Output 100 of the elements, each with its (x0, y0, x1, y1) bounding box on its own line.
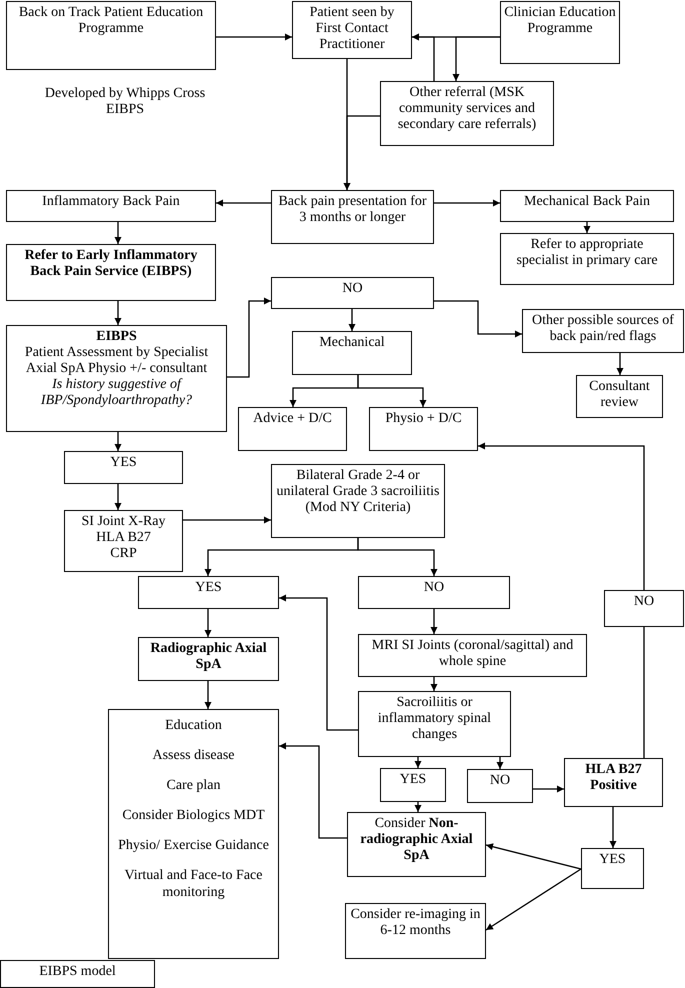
arrow (584, 222, 590, 233)
arrow (279, 594, 358, 731)
box-text: EIBPS (96, 329, 137, 346)
box-text: SI Joint X-Ray (82, 514, 166, 530)
arrow (430, 677, 438, 691)
process-box (292, 1, 412, 59)
box-text: YES (599, 852, 626, 868)
box-text: HLA B27 Positive (584, 762, 643, 794)
box-text: Virtual and Face-to Face monitoring (124, 868, 264, 901)
box-text: Patient seen by First Contact Practitioner (308, 5, 396, 54)
box-text: Back pain presentation for 3 months or longer (277, 194, 428, 226)
process-box (138, 637, 279, 681)
box-text: Care plan (166, 778, 221, 794)
box-text: MRI SI Joints (coronal/sagittal) and whole spine (370, 638, 574, 670)
box-text: EIBPS model (39, 964, 116, 980)
box-text: Mechanical (319, 335, 385, 352)
process-box (358, 634, 587, 677)
process-box (347, 812, 486, 877)
process-box (108, 709, 279, 959)
arrow (357, 375, 426, 407)
box-text: Other referral (MSK community services and secondary care referrals) (396, 85, 538, 134)
arrow (216, 34, 292, 40)
arrow (348, 309, 356, 331)
process-box (271, 277, 434, 309)
arrow (357, 538, 438, 576)
box-text: CRP (110, 546, 137, 562)
box-text: NO (490, 773, 510, 790)
process-box (0, 960, 155, 988)
box-text: Refer to appropriate specialist in primary care (515, 237, 659, 270)
process-box (467, 769, 533, 803)
process-box (64, 510, 183, 572)
process-box (564, 758, 663, 807)
process-box (500, 1, 620, 64)
process-box (576, 375, 663, 418)
arrow (204, 681, 212, 709)
arrow (496, 757, 504, 769)
box-text: Back on Track Patient Education Programme (18, 5, 204, 38)
process-box (6, 1, 216, 70)
box-text: YES (400, 772, 426, 788)
arrow (204, 609, 212, 637)
box-text: Consider re-imaging in 6-12 months (350, 907, 482, 940)
box-text: Other possible sources of back pain/red flags (531, 313, 675, 346)
box-text: Physio/ Exercise Guidance (118, 838, 269, 854)
arrow (279, 742, 347, 839)
process-box (271, 464, 445, 538)
arrow (216, 200, 271, 206)
arrow (183, 516, 271, 524)
connector-line (643, 627, 645, 758)
process-box (6, 244, 216, 301)
arrow (478, 442, 645, 590)
process-box (380, 768, 446, 802)
arrow (414, 757, 422, 768)
box-text: Mechanical Back Pain (524, 194, 650, 210)
arrow (114, 484, 122, 510)
process-box (6, 325, 227, 432)
box-text: Radiographic Axial SpA (149, 641, 268, 674)
process-box (500, 233, 674, 285)
arrow (486, 843, 582, 870)
arrow (114, 301, 122, 325)
box-text: NO (634, 594, 654, 610)
arrow (344, 115, 380, 190)
box-text: Sacroiliitis or inflammatory spinal changes (376, 695, 492, 744)
arrow (114, 432, 122, 451)
process-box (522, 309, 684, 353)
arrow (610, 807, 616, 848)
arrow (452, 36, 500, 81)
process-box (64, 451, 183, 484)
box-text: NO (342, 281, 363, 298)
arrow (434, 300, 522, 338)
arrow (616, 353, 624, 375)
arrow (434, 200, 500, 206)
process-box (581, 848, 644, 889)
box-text: Clinician Education Programme (504, 5, 616, 38)
process-box (380, 81, 554, 146)
box-text: YES (195, 580, 222, 596)
process-box (604, 590, 684, 627)
box-text: Refer to Early Inflammatory Back Pain Service (EIBPS) (24, 248, 198, 280)
arrow (430, 609, 438, 634)
arrow (533, 786, 564, 792)
box-text: Consider Biologics MDT (122, 808, 265, 824)
arrow (486, 868, 582, 931)
process-box (138, 576, 279, 609)
box-text: Assess disease (152, 748, 235, 764)
process-box (358, 576, 510, 609)
process-box (500, 190, 674, 222)
box-text: NO (424, 580, 444, 596)
process-box (292, 331, 412, 375)
box-text: Education (165, 718, 222, 734)
process-box (238, 407, 347, 451)
arrow (414, 802, 422, 812)
process-box (6, 190, 216, 222)
process-box (271, 190, 434, 244)
box-text: HLA B27 (96, 530, 151, 546)
box-text: Bilateral Grade 2-4 or unilateral Grade 3 sacroiliitis (Mod NY Criteria) (276, 468, 440, 516)
box-text: Advice + D/C (253, 411, 332, 428)
note-text: Developed by Whipps Cross EIBPS (44, 86, 206, 118)
arrow (227, 298, 271, 378)
box-text: YES (110, 455, 137, 472)
arrow (412, 34, 435, 81)
box-text: Is history suggestive of IBP/Spondyloarthropathy? (40, 377, 194, 410)
